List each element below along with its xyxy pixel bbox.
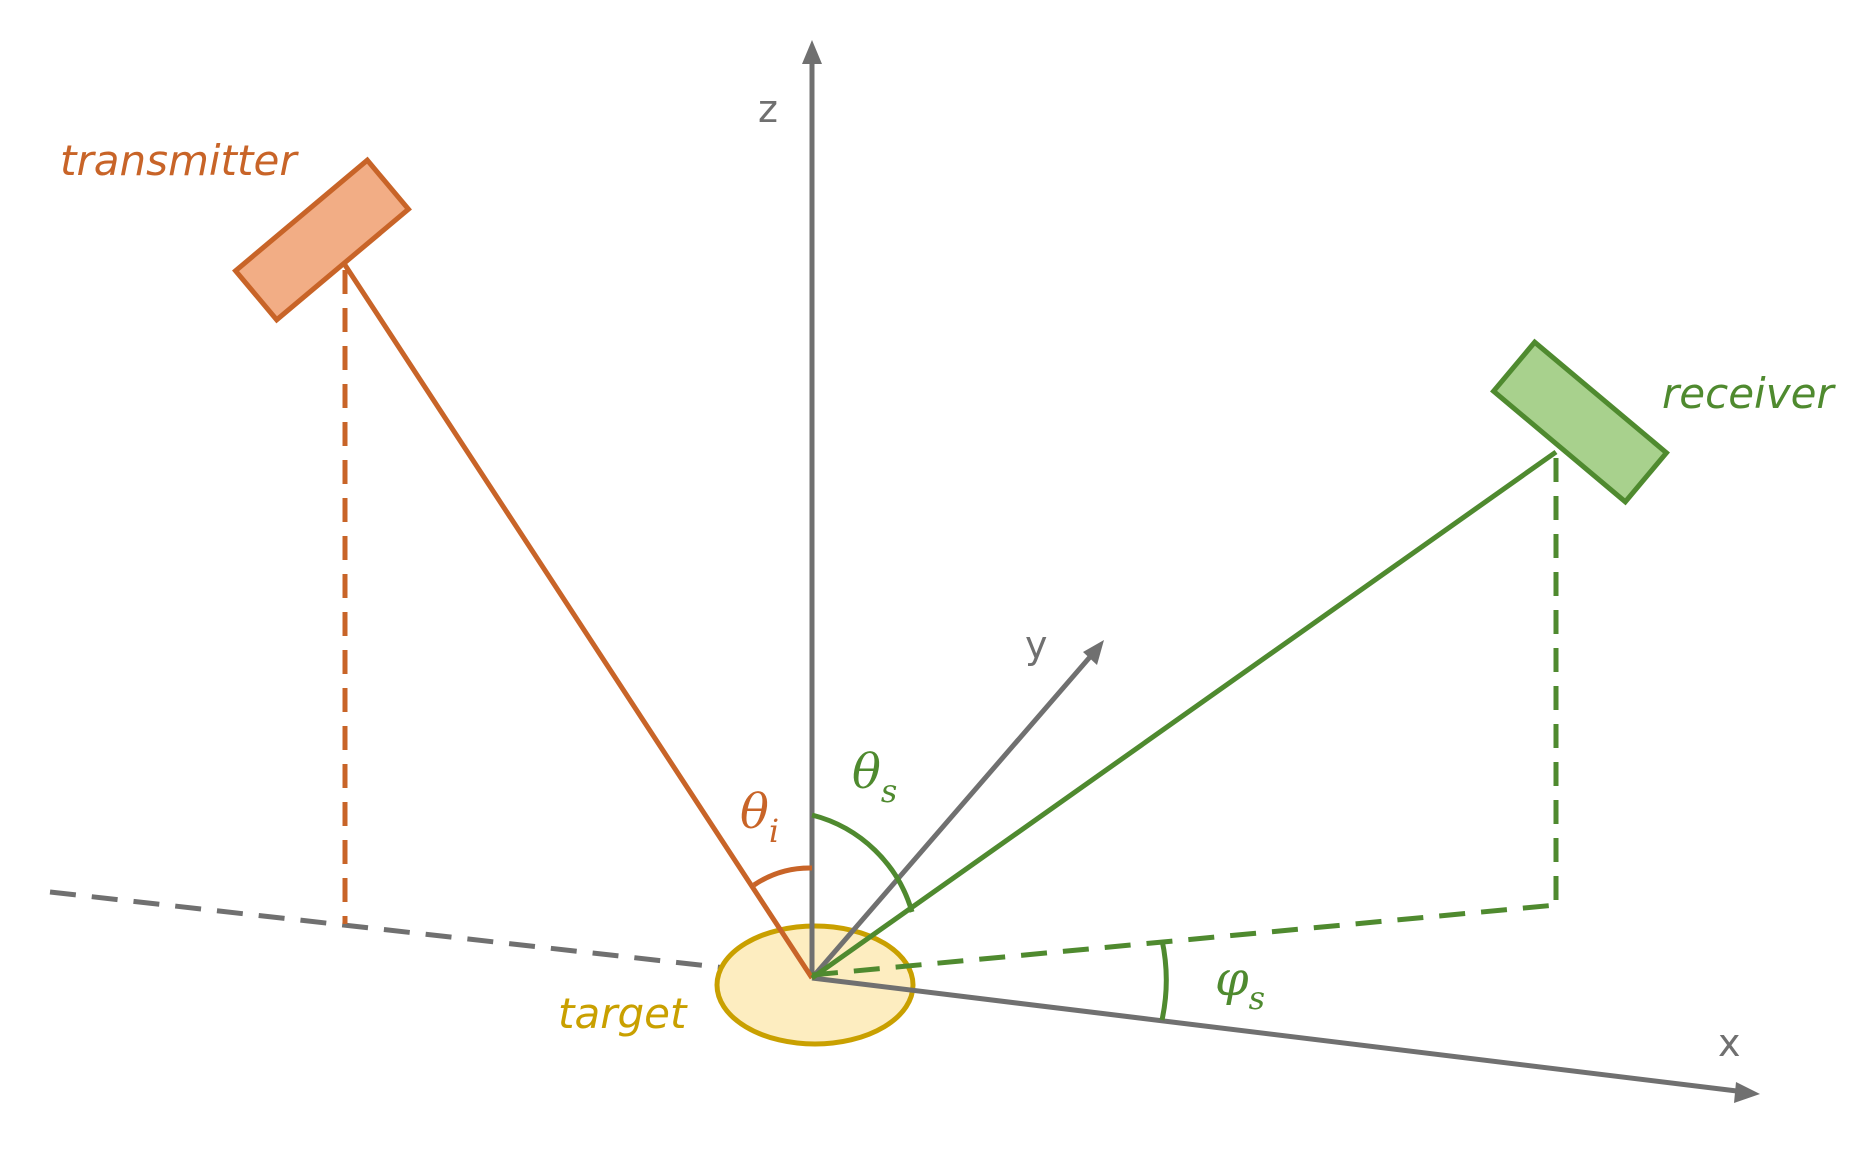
target-ellipse	[714, 923, 916, 1047]
transmitter-label: transmitter	[60, 136, 299, 185]
receiver-ground-line	[811, 902, 1557, 978]
receiver-label: receiver	[1662, 369, 1836, 418]
y-axis-label: y	[1025, 623, 1048, 667]
y-axis	[810, 648, 1098, 980]
receiver-beam-line	[810, 449, 1558, 981]
phi-s-label: φs	[1215, 951, 1265, 1017]
theta-s-label: θs	[852, 744, 897, 810]
phi-s-arc	[1159, 939, 1169, 1021]
z-axis-arrow	[802, 40, 822, 64]
transmitter-beam-line	[342, 263, 815, 980]
ground-dashed-line	[49, 889, 816, 981]
transmitter-box	[232, 156, 412, 324]
theta-i-label: θi	[740, 784, 779, 850]
receiver-box	[1490, 338, 1670, 506]
z-axis-label: z	[758, 87, 778, 131]
y-axis-arrow	[1083, 640, 1104, 665]
target-label: target	[558, 989, 688, 1038]
x-axis-arrow	[1734, 1082, 1760, 1103]
theta-i-arc	[752, 865, 813, 888]
theta-s-arc	[811, 812, 915, 913]
x-axis-label: x	[1718, 1021, 1741, 1065]
x-axis	[811, 975, 1746, 1095]
